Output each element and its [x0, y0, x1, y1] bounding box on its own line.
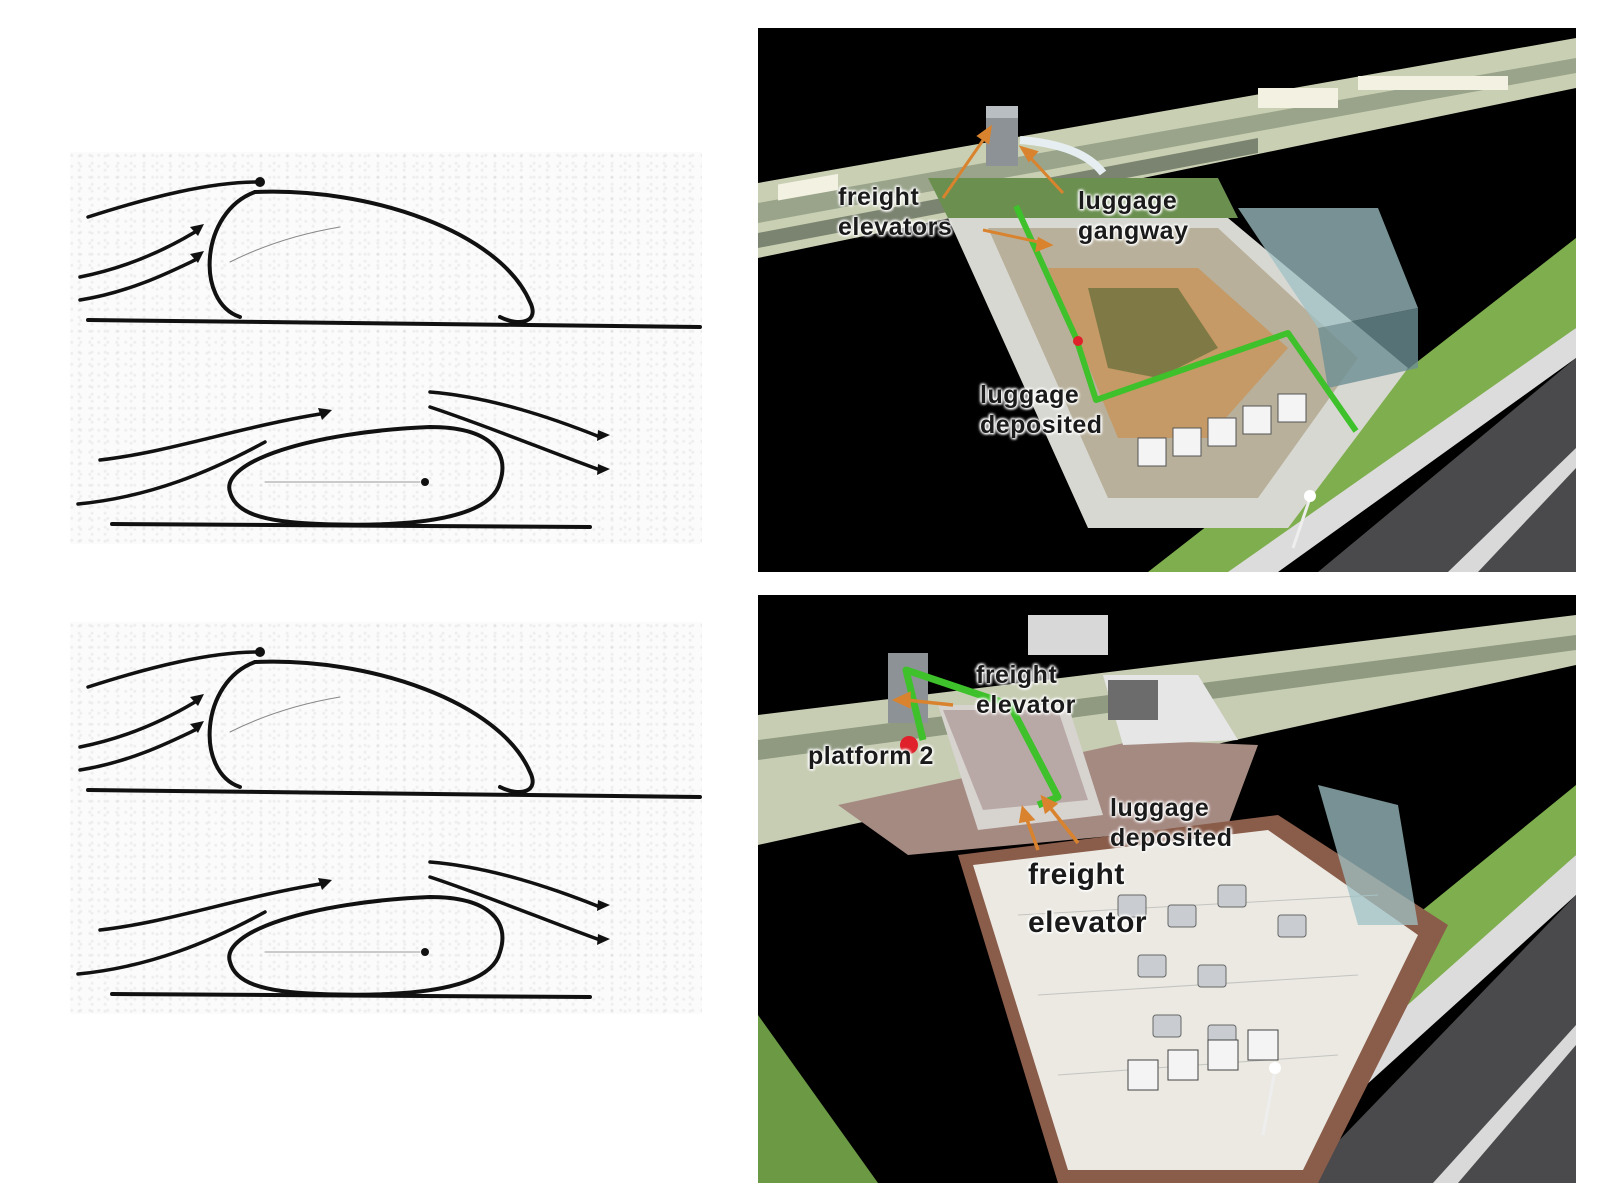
station-render-bottom-drawing: [758, 595, 1576, 1183]
label-freight-elevator-upper: freight elevator: [976, 660, 1076, 720]
airflow-sketch-bottom-drawing: [70, 622, 702, 1014]
label-freight-elevator-lower: freight elevator: [1028, 851, 1147, 947]
airflow-sketch-bottom: [70, 622, 702, 1014]
label-freight-elevators: freight elevators: [838, 182, 952, 242]
station-render-bottom: freight elevator platform 2 luggage depo…: [758, 595, 1576, 1183]
airflow-sketch-top-drawing: [70, 152, 702, 544]
label-luggage-gangway: luggage gangway: [1078, 186, 1188, 246]
label-luggage-deposited-bottom: luggage deposited: [1110, 793, 1233, 853]
airflow-sketch-top: [70, 152, 702, 544]
station-render-top: freight elevators luggage gangway luggag…: [758, 28, 1576, 572]
label-luggage-deposited: luggage deposited: [980, 380, 1103, 440]
route-marker-top: [1073, 336, 1083, 346]
station-render-top-drawing: [758, 28, 1576, 572]
label-platform-2: platform 2: [808, 741, 934, 771]
